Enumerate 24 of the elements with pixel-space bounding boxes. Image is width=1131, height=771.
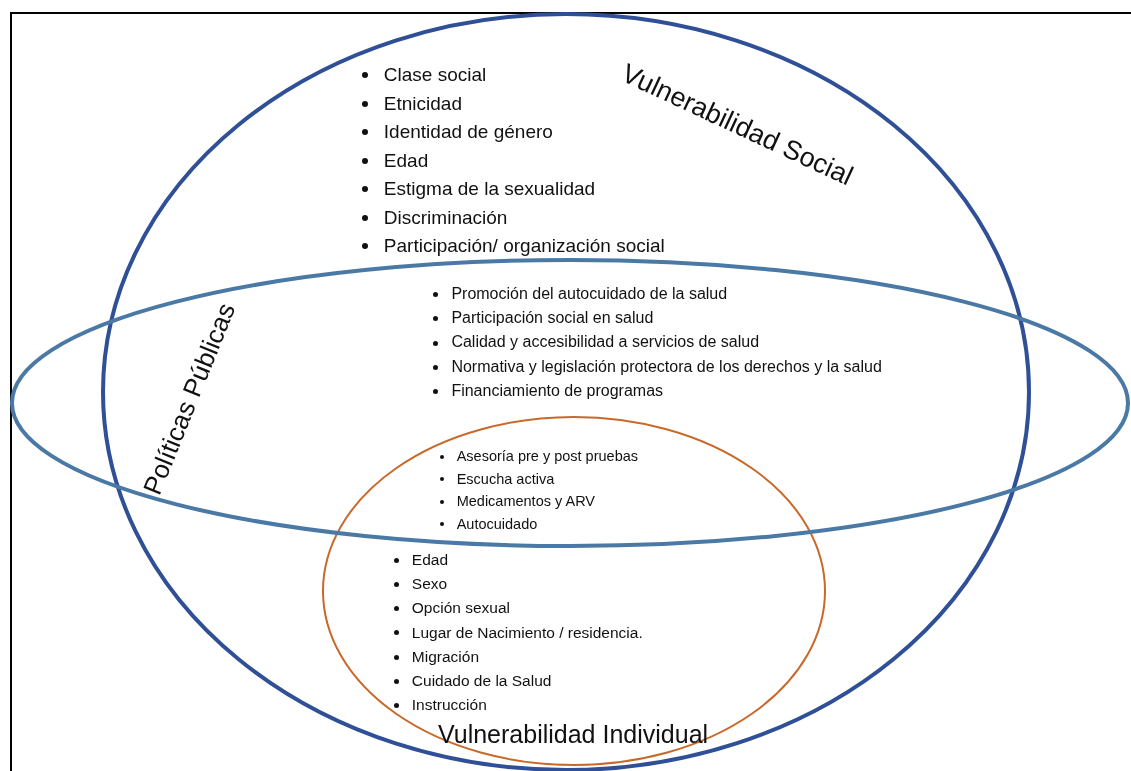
bullet-item: Escucha activa: [456, 470, 555, 488]
bullet-item: Promoción del autocuidado de la salud: [451, 285, 728, 304]
bullet-item: Cuidado de la Salud: [411, 672, 552, 690]
bullet-item: Discriminación: [383, 206, 508, 229]
bullet-item: Sexo: [411, 575, 448, 593]
bullet-item: Edad: [383, 149, 429, 172]
bullet-item: Normativa y legislación protectora de los derechos y la salud: [451, 357, 882, 376]
bullet-item: Opción sexual: [411, 599, 511, 618]
bullet-item: Autocuidado: [456, 515, 538, 533]
bullet-item: Calidad y accesibilidad a servicios de salud: [451, 333, 760, 352]
bullet-item: Lugar de Nacimiento / residencia.: [411, 623, 643, 642]
bullet-item: Identidad de género: [383, 121, 553, 143]
bullet-item: Asesoría pre y post pruebas: [456, 448, 639, 465]
bullet-item: Clase social: [383, 64, 487, 86]
bullet-item: Participación/ organización social: [383, 235, 665, 257]
bullet-item: Edad: [411, 551, 448, 569]
bullet-item: Financiamiento de programas: [451, 381, 664, 401]
bullet-item: Medicamentos y ARV: [456, 493, 596, 510]
ellipse-title: Vulnerabilidad Individual: [438, 720, 709, 749]
bullet-item: Estigma de la sexualidad: [383, 178, 596, 200]
bullet-item: Participación social en salud: [451, 309, 654, 328]
bullet-item: Instrucción: [411, 696, 487, 714]
bullet-item: Etnicidad: [383, 92, 462, 115]
bullet-item: Migración: [411, 647, 479, 666]
